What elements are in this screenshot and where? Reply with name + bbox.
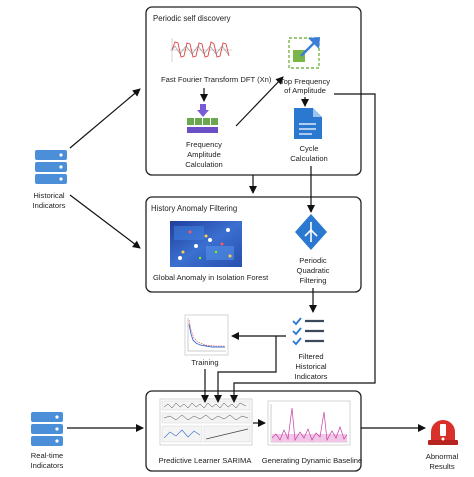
filtered-label-3: Indicators — [295, 372, 328, 381]
historical-label-1: Historical — [33, 191, 65, 200]
filtered-label-1: Filtered — [298, 352, 323, 361]
arrow-historical-to-periodic — [69, 88, 141, 149]
sarima-label: Predictive Learner SARIMA — [159, 456, 253, 465]
abnormal-label-2: Results — [429, 462, 455, 471]
fft-label: Fast Fourier Transform DFT (Xn) — [161, 75, 272, 84]
freq-amp-label-1: Frequency — [186, 140, 222, 149]
expand-arrow-icon — [288, 37, 320, 69]
arrow-filtered-to-sarima — [214, 336, 277, 403]
training-label: Training — [191, 358, 218, 367]
filtered-label-2: Historical — [295, 362, 327, 371]
baseline-chart-thumbnail — [267, 400, 351, 446]
quadratic-label-1: Periodic — [299, 256, 327, 265]
baseline-label: Generating Dynamic Baseline — [262, 456, 362, 465]
diamond-split-icon — [295, 214, 327, 250]
server-stack-icon — [31, 412, 63, 446]
sine-wave-icon — [170, 38, 232, 62]
isolation-label: Global Anomaly in Isolation Forest — [153, 273, 269, 282]
periodic-section-title: Periodic self discovery — [153, 14, 231, 23]
realtime-label-1: Real-time — [31, 451, 64, 460]
arrow-freq-amp-to-top-freq — [235, 76, 284, 127]
top-freq-label-1: Top Frequency — [280, 77, 330, 86]
sarima-chart-thumbnail — [159, 398, 253, 446]
document-icon — [294, 108, 322, 139]
quadratic-label-2: Quadratic — [297, 266, 330, 275]
checklist-icon — [292, 317, 324, 346]
quadratic-label-3: Filtering — [299, 276, 326, 285]
cycle-label-2: Calculation — [290, 154, 328, 163]
connector-arrows — [67, 76, 426, 432]
server-stack-icon — [35, 150, 67, 184]
historical-label-2: Indicators — [33, 201, 66, 210]
training-chart-thumbnail — [184, 314, 229, 356]
freq-amp-label-3: Calculation — [185, 160, 223, 169]
history-section-title: History Anomaly Filtering — [151, 204, 237, 213]
arrow-historical-to-history — [69, 194, 141, 249]
isolation-forest-plot-thumbnail — [170, 221, 242, 267]
arrow-top-freq-to-sarima — [230, 93, 376, 403]
freq-amp-label-2: Amplitude — [187, 150, 221, 159]
abnormal-label-1: Abnormal — [426, 452, 459, 461]
realtime-label-2: Indicators — [31, 461, 64, 470]
cycle-label-1: Cycle — [300, 144, 319, 153]
top-freq-label-2: of Amplitude — [284, 86, 326, 95]
down-arrow-blocks-icon — [187, 104, 218, 133]
periodic-self-discovery-section: Periodic self discovery — [145, 6, 362, 176]
alarm-light-icon — [428, 420, 458, 445]
